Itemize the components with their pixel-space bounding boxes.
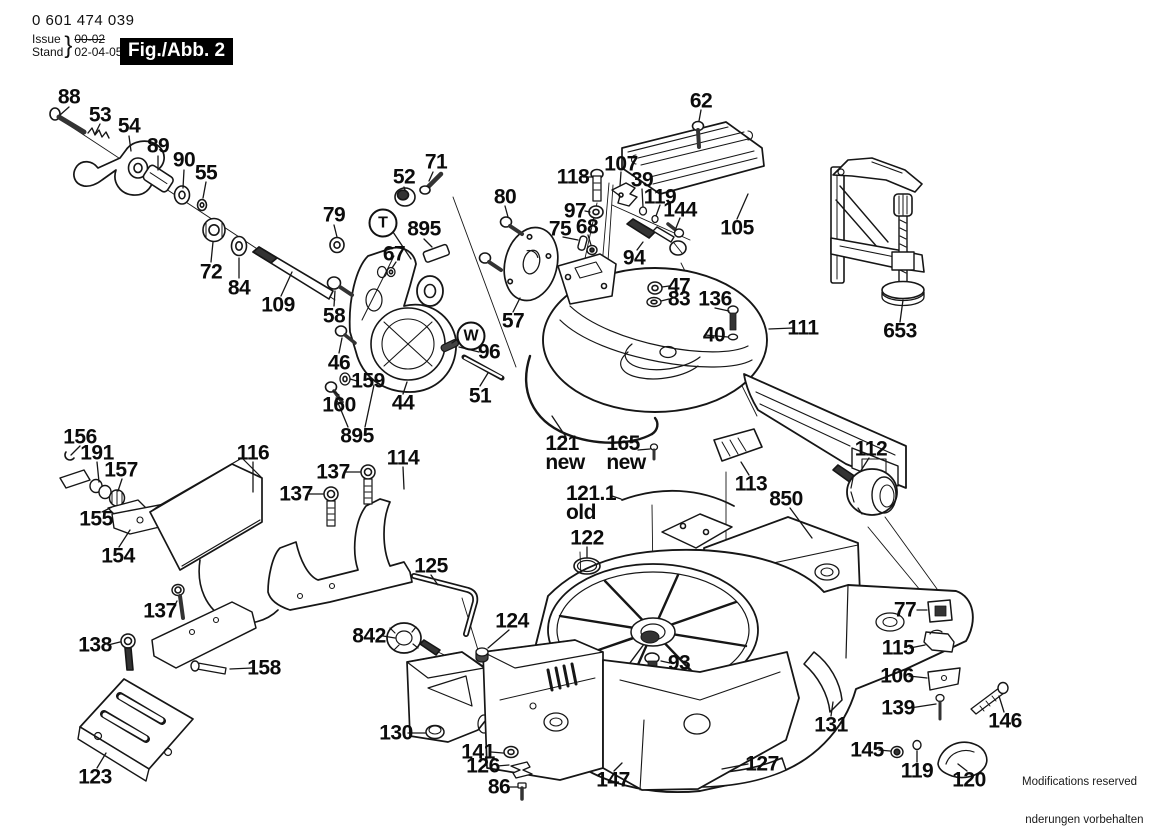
washer-119 [912, 739, 922, 751]
arc-121-1-old [621, 489, 735, 507]
arc-121-new [525, 354, 654, 444]
pin-75 [577, 235, 588, 251]
disc-57 [503, 226, 559, 302]
spring-53 [87, 127, 110, 139]
nut-79 [329, 236, 345, 254]
screw-137a [360, 464, 376, 505]
bevel-hardware-chain [890, 599, 1009, 779]
stud-842 [419, 639, 441, 656]
issue-label: Issue [32, 32, 61, 46]
title-block: 0 601 474 039 Issue Stand } 00-02 02-04-… [32, 12, 134, 60]
lug-hole [416, 275, 444, 307]
front-carriage [386, 573, 800, 801]
nut-97 [588, 205, 604, 219]
screw-138 [120, 633, 136, 671]
brace: } [64, 32, 73, 59]
turntable-arm [525, 253, 907, 516]
spacer-89 [142, 164, 174, 193]
plate-106 [927, 667, 961, 691]
washer-40 [727, 333, 739, 341]
bolt-146 [970, 681, 1009, 715]
ring-119 [651, 214, 659, 224]
bracket-115 [923, 631, 955, 653]
washer-84 [230, 235, 248, 257]
handle-lever-assembly [49, 107, 334, 300]
washer-83 [646, 296, 662, 308]
screw-71 [424, 171, 444, 191]
modifications-notice: Modifications reserved nderungen vorbeha… [1022, 776, 1144, 826]
washer-159 [339, 372, 351, 386]
nut-47 [647, 281, 663, 295]
clamp-plate-123 [77, 678, 194, 782]
fence-plate-105 [621, 120, 765, 195]
pivot-bracket-assembly [324, 171, 505, 404]
table-111 [542, 267, 768, 413]
issue-block: Issue Stand } 00-02 02-04-05 [32, 32, 134, 60]
stand-label: Stand [32, 45, 64, 59]
mount-strip [151, 601, 257, 669]
arc-131 [803, 651, 843, 713]
ring-39 [638, 206, 648, 216]
bolt-158 [190, 660, 227, 675]
screw-58 [326, 276, 342, 290]
detent-plate-113 [713, 428, 763, 462]
part-number: 0 601 474 039 [32, 12, 135, 29]
stand-date: 02-04-05 [74, 45, 123, 59]
front-housing [602, 651, 800, 791]
screw-137b [323, 486, 339, 527]
nut-72 [202, 217, 226, 243]
plate-116 [149, 463, 263, 571]
issue-old-value: 00-02 [74, 32, 106, 46]
lever-54 [73, 140, 165, 196]
fence-114 [267, 498, 413, 611]
screw-46 [334, 325, 348, 337]
top-hardware [577, 168, 687, 256]
flange-disc-assembly [478, 216, 559, 302]
pawl-120 [937, 741, 988, 779]
pointer-lever [59, 469, 91, 489]
clip-126 [510, 761, 533, 779]
ring-67 [386, 266, 396, 278]
ring-55 [196, 198, 208, 212]
screw-139 [935, 693, 945, 703]
nut-141 [503, 745, 519, 759]
pin-895 [422, 243, 450, 263]
washer-90 [173, 185, 191, 205]
clip-156 [64, 451, 75, 461]
left-fence-group [59, 451, 413, 782]
figure-label: Fig./Abb. 2 [120, 38, 234, 65]
cap-130 [425, 724, 445, 740]
bolt-94 [626, 218, 656, 239]
screw-137c [171, 583, 185, 620]
nut-124 [475, 647, 489, 663]
mount-boss [557, 253, 617, 305]
clamp-653 [830, 157, 925, 307]
oring-122 [573, 557, 601, 575]
clip-107 [611, 182, 638, 207]
